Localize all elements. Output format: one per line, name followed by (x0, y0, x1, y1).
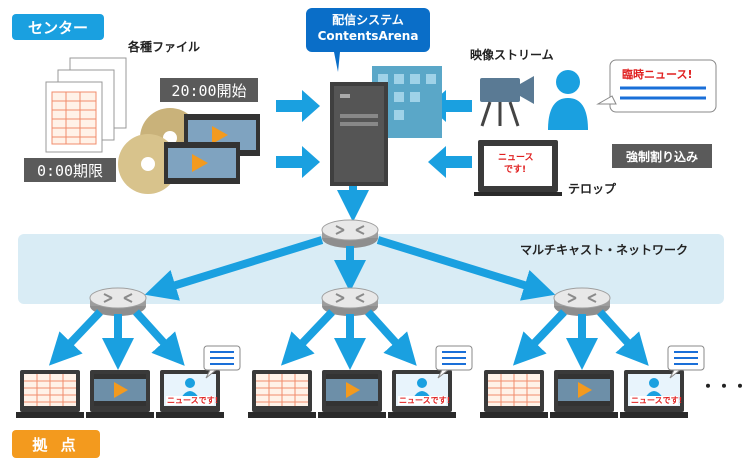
video-stream-label: 映像ストリーム (470, 48, 554, 62)
telop-label: テロップ (568, 182, 617, 196)
force-interrupt-box: 強制割り込み (612, 144, 712, 168)
central-router-icon (321, 219, 379, 249)
site-monitor-news (387, 345, 473, 419)
start-time-box: 20:00開始 (160, 78, 258, 102)
site-monitor-sheet (247, 369, 317, 419)
site-monitor-video (550, 370, 618, 418)
breaking-news-bubble: 臨時ニュース! (596, 59, 717, 113)
system-box-pointer (334, 52, 340, 72)
file-stack-icon (45, 57, 127, 153)
breaking-news-text: 臨時ニュース! (622, 67, 692, 81)
telop-monitor-icon: ニュース です! (474, 140, 562, 196)
multicast-arrows (144, 236, 556, 301)
telop-text-line2: です! (504, 164, 526, 175)
video-file-icon (164, 114, 260, 184)
distribution-system-box: 配信システム ContentsArena (306, 8, 430, 52)
screen-news-text: ニュースです! (399, 396, 450, 405)
site-arrows (48, 309, 649, 370)
sites-tag: 拠 点 (12, 430, 100, 458)
telop-text-line1: ニュース (498, 152, 534, 163)
site-monitor-video (86, 370, 154, 418)
multicast-network-label: マルチキャスト・ネットワーク (520, 243, 689, 257)
more-sites-ellipsis: ・・・ (700, 377, 745, 396)
files-label: 各種ファイル (128, 40, 201, 54)
site-monitor-video (318, 370, 386, 418)
deadline-box: 0:00期限 (24, 158, 116, 182)
screen-news-text: ニュースです! (167, 396, 218, 405)
person-icon (548, 70, 588, 130)
server-icon (330, 82, 388, 186)
site-monitor-news (619, 345, 705, 419)
video-camera-icon (480, 76, 534, 127)
screen-news-text: ニュースです! (631, 396, 682, 405)
site-monitor-sheet (479, 369, 549, 419)
center-tag: センター (12, 14, 104, 40)
site-monitor-news (155, 345, 241, 419)
site-monitor-sheet (15, 369, 85, 419)
system-name: ContentsArena (317, 29, 419, 43)
system-title: 配信システム (332, 13, 404, 27)
